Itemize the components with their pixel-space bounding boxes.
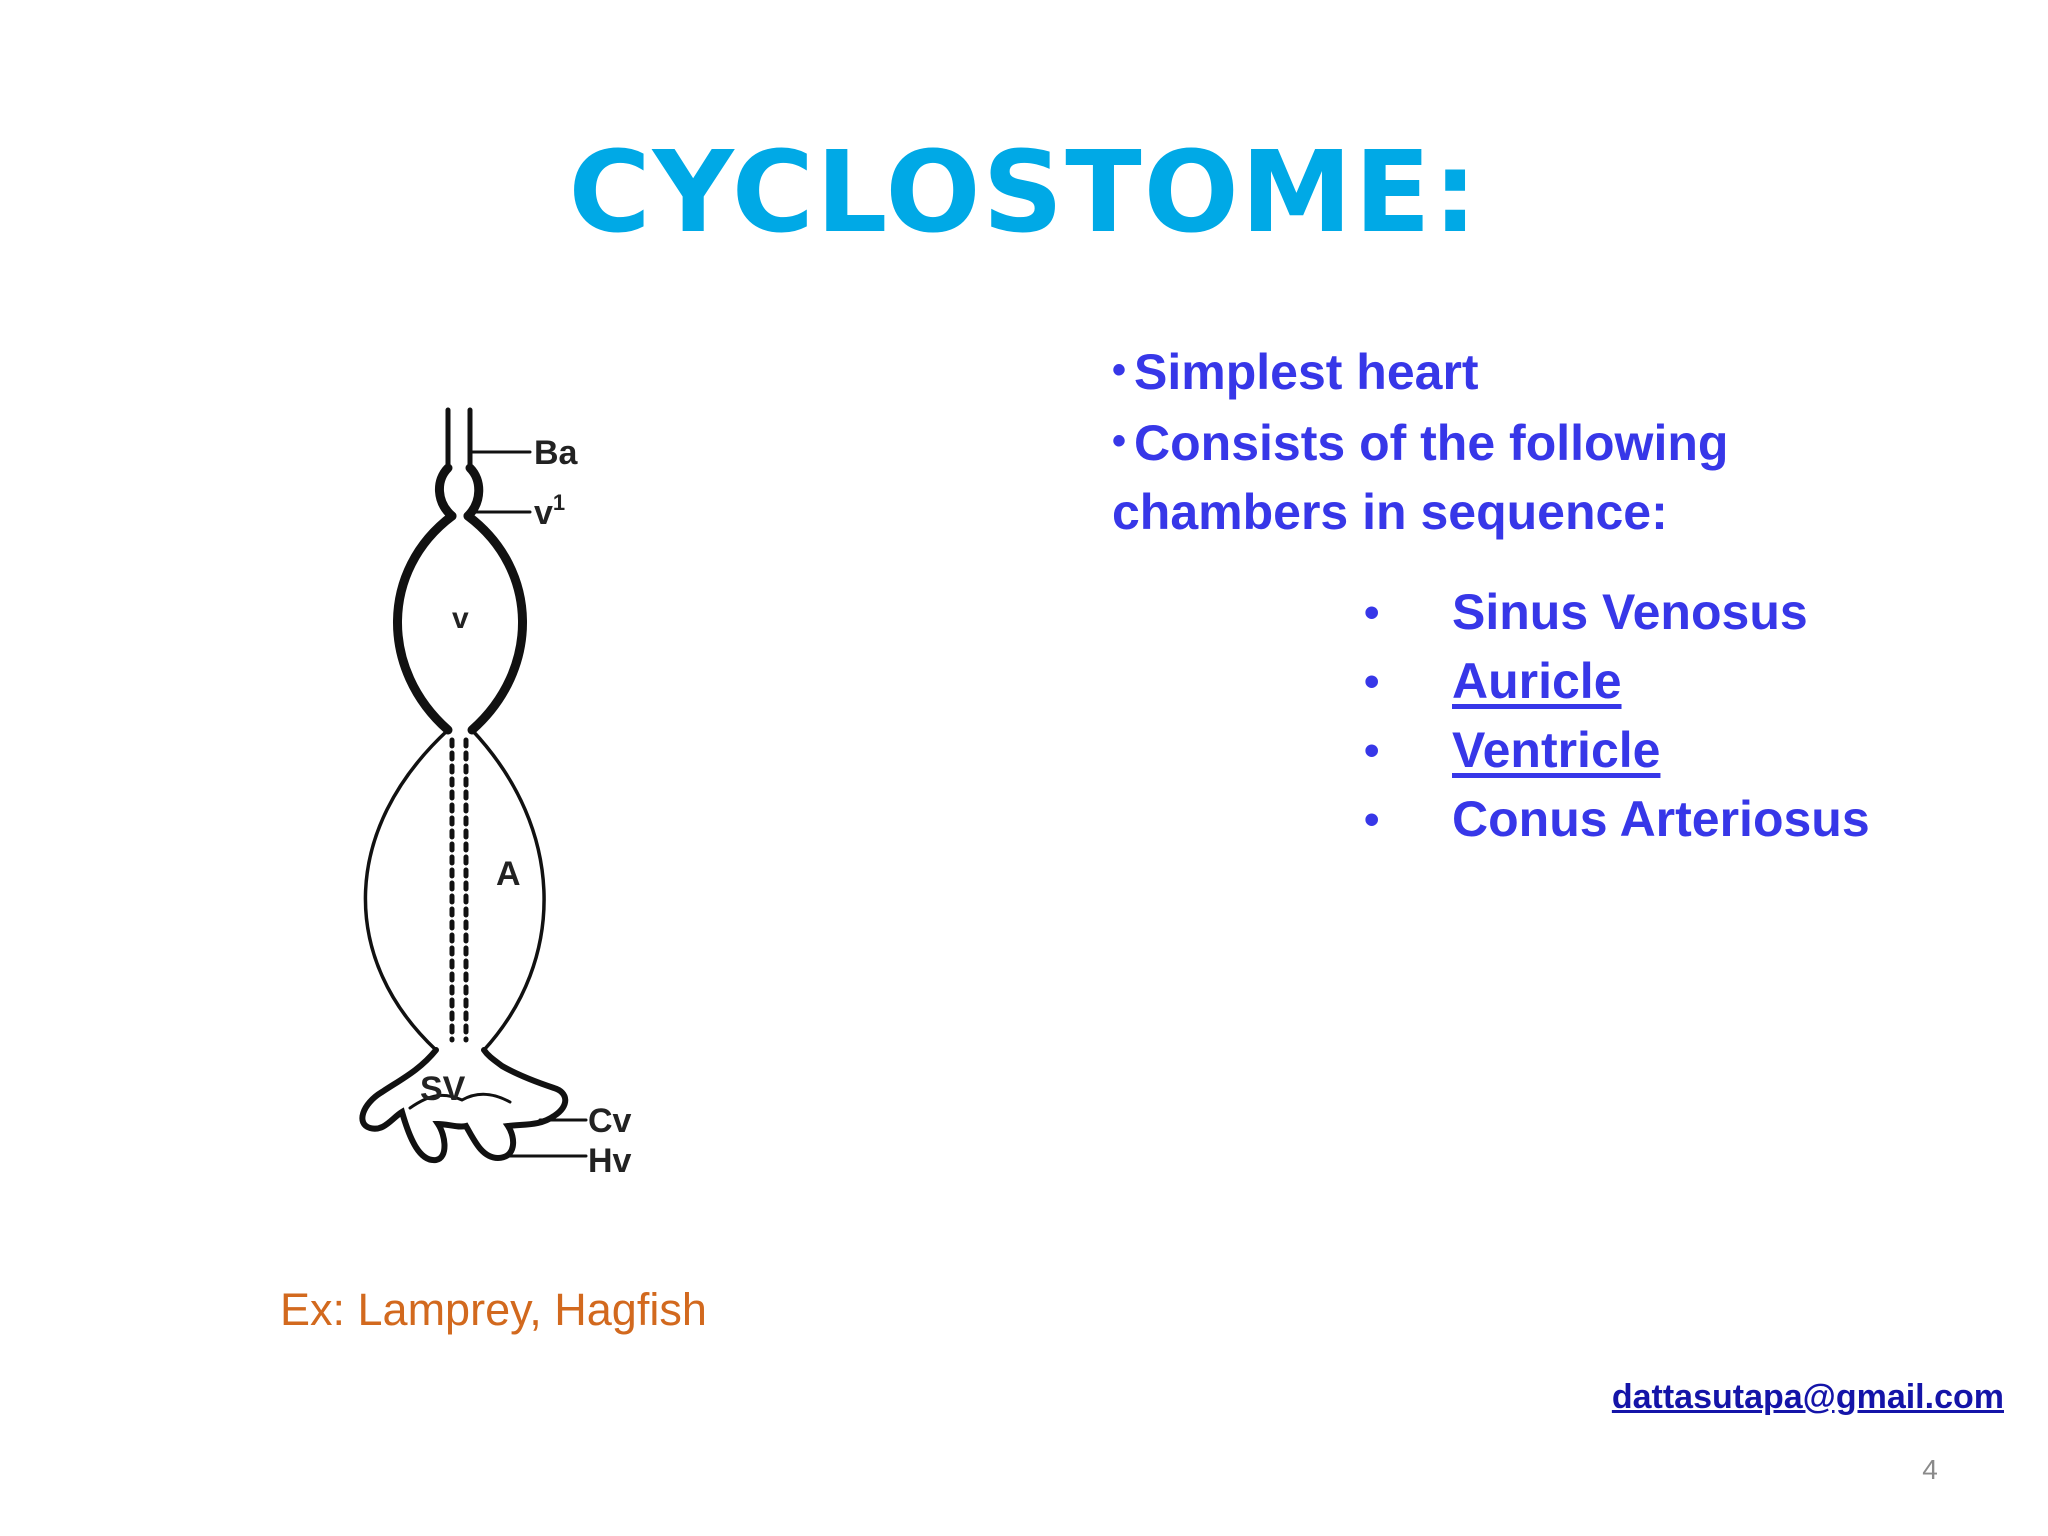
- bullet-simplest-heart: •Simplest heart: [1112, 344, 1479, 400]
- bullet-dot: •: [1364, 795, 1380, 844]
- chamber-item-ventricle[interactable]: • Ventricle: [1360, 716, 1960, 785]
- valve-bulge-left: [435, 463, 457, 521]
- bullet-dot: •: [1364, 657, 1380, 706]
- valve-bulge-right: [463, 463, 484, 521]
- label-hv: Hv: [588, 1142, 632, 1180]
- chamber-label: Sinus Venosus: [1452, 584, 1808, 640]
- bullet-dot: •: [1112, 348, 1127, 392]
- label-ba: Ba: [534, 434, 579, 472]
- chamber-item-sinus-venosus: • Sinus Venosus: [1360, 578, 1960, 647]
- chamber-item-conus-arteriosus: • Conus Arteriosus: [1360, 785, 1960, 854]
- sinus-venosus-outline: [359, 1047, 569, 1164]
- bullet-continuation: chambers in sequence:: [1112, 484, 1668, 540]
- ventricle-outline: [393, 511, 527, 735]
- cyclostome-heart-diagram: Ba v1 v A SV Cv Hv: [359, 407, 632, 1180]
- bullet-dot: •: [1364, 588, 1380, 637]
- ventricle-link[interactable]: Ventricle: [1452, 722, 1661, 778]
- label-a: A: [496, 855, 521, 893]
- auricle-link[interactable]: Auricle: [1452, 653, 1622, 709]
- label-sv: SV: [420, 1070, 466, 1108]
- example-caption: Ex: Lamprey, Hagfish: [280, 1284, 707, 1335]
- slide-title: CYCLOSTOME:: [568, 128, 1480, 258]
- auricle-outline: [363, 728, 546, 1052]
- label-cv: Cv: [588, 1102, 632, 1140]
- bullet-consists-of: •Consists of the following: [1112, 415, 1729, 471]
- main-bullet-list: •Simplest heart •Consists of the followi…: [1112, 336, 1812, 547]
- branchial-artery: [445, 407, 473, 471]
- page-number: 4: [1922, 1454, 1938, 1485]
- label-v: v: [452, 602, 469, 635]
- bullet-dot: •: [1364, 726, 1380, 775]
- chamber-list: • Sinus Venosus • Auricle • Ventricle • …: [1360, 578, 1960, 854]
- label-v1: v1: [534, 490, 565, 532]
- chamber-item-auricle[interactable]: • Auricle: [1360, 647, 1960, 716]
- bullet-dot: •: [1112, 419, 1127, 463]
- chamber-label: Conus Arteriosus: [1452, 791, 1870, 847]
- email-link[interactable]: dattasutapa@gmail.com: [1611, 1378, 2004, 1416]
- sinus-inner: [408, 1092, 512, 1110]
